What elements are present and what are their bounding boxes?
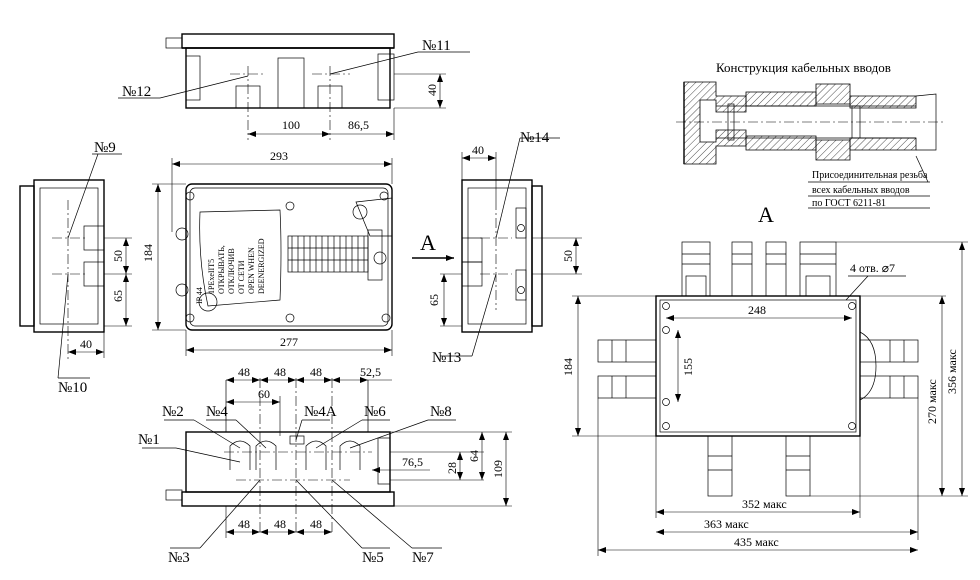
left-side-view (19, 153, 132, 379)
dim-bot-48-c: 48 (310, 365, 322, 379)
dim-va-155: 155 (681, 358, 695, 376)
dim-va-270: 270 макс (925, 379, 939, 424)
label-n1: №1 (138, 432, 160, 448)
label-n6: №6 (364, 404, 386, 420)
dim-left-65: 65 (111, 290, 125, 302)
note-thread-3: по ГОСТ 6211-81 (812, 198, 886, 209)
dim-va-184: 184 (561, 358, 575, 376)
dim-bot-48-d: 48 (238, 517, 250, 531)
label-n13: №13 (432, 350, 461, 366)
view-arrow-a: A (420, 230, 436, 255)
label-n5: №5 (362, 550, 384, 566)
plate-line-3: ОТКЛЮЧИВ (227, 248, 236, 294)
dim-right-40: 40 (472, 143, 484, 157)
dim-bot-60: 60 (258, 387, 270, 401)
dim-top-100: 100 (282, 118, 300, 132)
plate-line-2: ОТКРЫВАТЬ, (217, 245, 226, 294)
note-thread-1: Присоединительная резьба (812, 170, 928, 181)
plate-line-4: ОТ СЕТИ (237, 260, 246, 294)
dim-top-86-5: 86,5 (348, 118, 369, 132)
label-n2: №2 (162, 404, 184, 420)
dim-left-40: 40 (80, 337, 92, 351)
dim-right-65: 65 (427, 294, 441, 306)
cover-plate-text: IP 44 1PExeIIT5 ОТКРЫВАТЬ, ОТКЛЮЧИВ ОТ С… (195, 238, 266, 304)
dim-front-277: 277 (280, 335, 298, 349)
label-n8: №8 (430, 404, 452, 420)
dim-front-293: 293 (270, 149, 288, 163)
dim-bot-52-5: 52,5 (360, 365, 381, 379)
dim-bot-28: 28 (445, 462, 459, 474)
dim-va-352: 352 макс (742, 497, 787, 511)
dim-va-356: 356 макс (945, 349, 959, 394)
dim-top-40: 40 (425, 84, 439, 96)
dim-bot-48-f: 48 (310, 517, 322, 531)
dim-bot-64: 64 (467, 450, 481, 462)
label-n7: №7 (412, 550, 434, 566)
label-n4a: №4А (304, 404, 337, 420)
top-view (118, 33, 470, 140)
label-n11: №11 (422, 38, 451, 54)
dim-bot-76-5: 76,5 (402, 455, 423, 469)
dim-bot-109: 109 (491, 460, 505, 478)
label-n14: №14 (520, 130, 550, 146)
front-view (152, 158, 393, 356)
plate-line-1: 1PExeIIT5 (207, 259, 216, 294)
view-a-title: A (758, 202, 774, 227)
cable-entry-title: Конструкция кабельных вводов (716, 60, 891, 75)
label-n3: №3 (168, 550, 190, 566)
label-n10: №10 (58, 380, 87, 396)
bottom-view (142, 377, 512, 549)
right-side-view (412, 137, 582, 357)
dim-right-50: 50 (561, 250, 575, 262)
dim-left-50: 50 (111, 250, 125, 262)
plate-line-5: OPEN WHEN (247, 247, 256, 294)
label-n9: №9 (94, 140, 116, 156)
dim-bot-48-b: 48 (274, 365, 286, 379)
terminal-block (288, 236, 368, 272)
cable-entry-section (676, 81, 944, 209)
dim-va-363: 363 макс (704, 517, 749, 531)
dim-va-248: 248 (748, 303, 766, 317)
label-n4: №4 (206, 404, 228, 420)
note-thread-2: всех кабельных вводов (812, 185, 910, 196)
view-a (572, 241, 968, 556)
dim-va-4-holes: 4 отв. ⌀7 (850, 261, 895, 275)
dim-bot-48-a: 48 (238, 365, 250, 379)
dim-front-184: 184 (141, 244, 155, 262)
plate-line-6: DEENERGIZED (257, 238, 266, 294)
dim-va-435: 435 макс (734, 535, 779, 549)
dim-bot-48-e: 48 (274, 517, 286, 531)
plate-ip: IP 44 (195, 287, 204, 304)
label-n12: №12 (122, 84, 151, 100)
